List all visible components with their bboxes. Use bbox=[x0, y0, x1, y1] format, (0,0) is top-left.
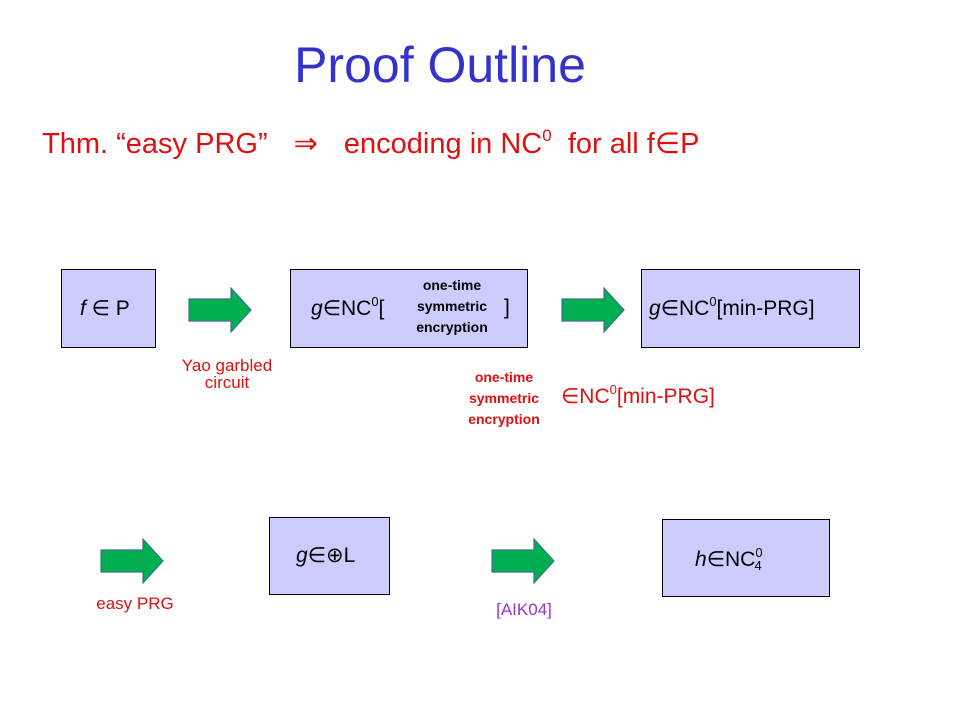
label-yao-garbled-circuit: Yao garbled circuit bbox=[160, 357, 294, 391]
theorem-suffix: for all f∈P bbox=[567, 128, 700, 160]
arrow-right-icon bbox=[100, 537, 164, 585]
box-g-nc0-min-prg-label: g∈NC0[min-PRG] bbox=[649, 294, 815, 321]
h-mid: ∈NC bbox=[706, 548, 756, 571]
var-g: g bbox=[296, 544, 308, 567]
box-g-nc0-prefix: g∈NC0[ bbox=[311, 294, 385, 321]
parity-l-rest: ∈⊕L bbox=[307, 544, 356, 567]
label-one-time-symmetric-encryption: one-time symmetric encryption bbox=[452, 369, 556, 428]
box-f-in-p-rest: ∈ P bbox=[85, 297, 130, 320]
box3-sup: 0 bbox=[709, 294, 717, 309]
h-sub: 4 bbox=[754, 558, 762, 573]
inner-line3: encryption bbox=[416, 319, 488, 335]
box-g-nc0-min-prg: g∈NC0[min-PRG] bbox=[641, 269, 860, 348]
box-f-in-p: f ∈ P bbox=[61, 269, 156, 348]
enc-line1: one-time bbox=[474, 369, 534, 385]
box-h-nc0-4: h∈NC04 bbox=[662, 519, 830, 597]
box3-rest: [min-PRG] bbox=[716, 297, 815, 320]
box-g-parity-l: g∈⊕L bbox=[269, 517, 390, 595]
box-h-nc0-4-label: h∈NC04 bbox=[695, 545, 763, 573]
open-bracket: [ bbox=[378, 297, 385, 320]
var-f: f bbox=[80, 297, 86, 320]
var-g: g bbox=[649, 297, 661, 320]
page-title: Proof Outline bbox=[294, 37, 586, 93]
theorem-quote: “easy PRG” bbox=[116, 128, 268, 160]
h-sup: 0 bbox=[755, 545, 763, 560]
nc-pre: ∈NC bbox=[561, 385, 610, 408]
enc-line2: symmetric bbox=[468, 390, 540, 406]
implies-symbol: ⇒ bbox=[293, 128, 318, 160]
box-f-in-p-label: f ∈ P bbox=[80, 296, 130, 321]
close-bracket: ] bbox=[504, 296, 510, 319]
inner-line1: one-time bbox=[422, 277, 482, 293]
var-g: g bbox=[311, 297, 323, 320]
box-g-nc0-encryption: g∈NC0[ one-time symmetric encryption ] bbox=[290, 269, 528, 348]
box-g-nc0-sup: 0 bbox=[371, 294, 379, 309]
box-g-nc0-mid: ∈NC bbox=[322, 297, 372, 320]
nc-rest: [min-PRG] bbox=[616, 385, 715, 408]
inner-line2: symmetric bbox=[416, 298, 488, 314]
enc-line3: encryption bbox=[468, 411, 540, 427]
arrow-right-icon bbox=[491, 537, 555, 585]
label-easy-prg: easy PRG bbox=[96, 594, 174, 613]
theorem-text: encoding in NC bbox=[343, 128, 543, 160]
box-g-inner-text: one-time symmetric encryption bbox=[397, 277, 507, 336]
theorem-prefix: Thm. bbox=[42, 128, 109, 160]
arrow-right-icon bbox=[188, 286, 252, 334]
label-aik04: [AIK04] bbox=[496, 600, 552, 619]
box-g-parity-l-label: g∈⊕L bbox=[296, 543, 355, 568]
theorem-statement: Thm. “easy PRG” ⇒ encoding in NC0 for all … bbox=[42, 126, 699, 161]
label-yao-line2: circuit bbox=[204, 373, 250, 392]
theorem-sup: 0 bbox=[542, 126, 552, 145]
arrow-right-icon bbox=[561, 286, 625, 334]
label-in-nc0-min-prg: ∈NC0[min-PRG] bbox=[561, 382, 715, 409]
nc-sup: 0 bbox=[609, 382, 617, 397]
var-h: h bbox=[695, 548, 707, 571]
label-yao-line1: Yao garbled bbox=[181, 356, 273, 375]
box3-mid: ∈NC bbox=[660, 297, 710, 320]
